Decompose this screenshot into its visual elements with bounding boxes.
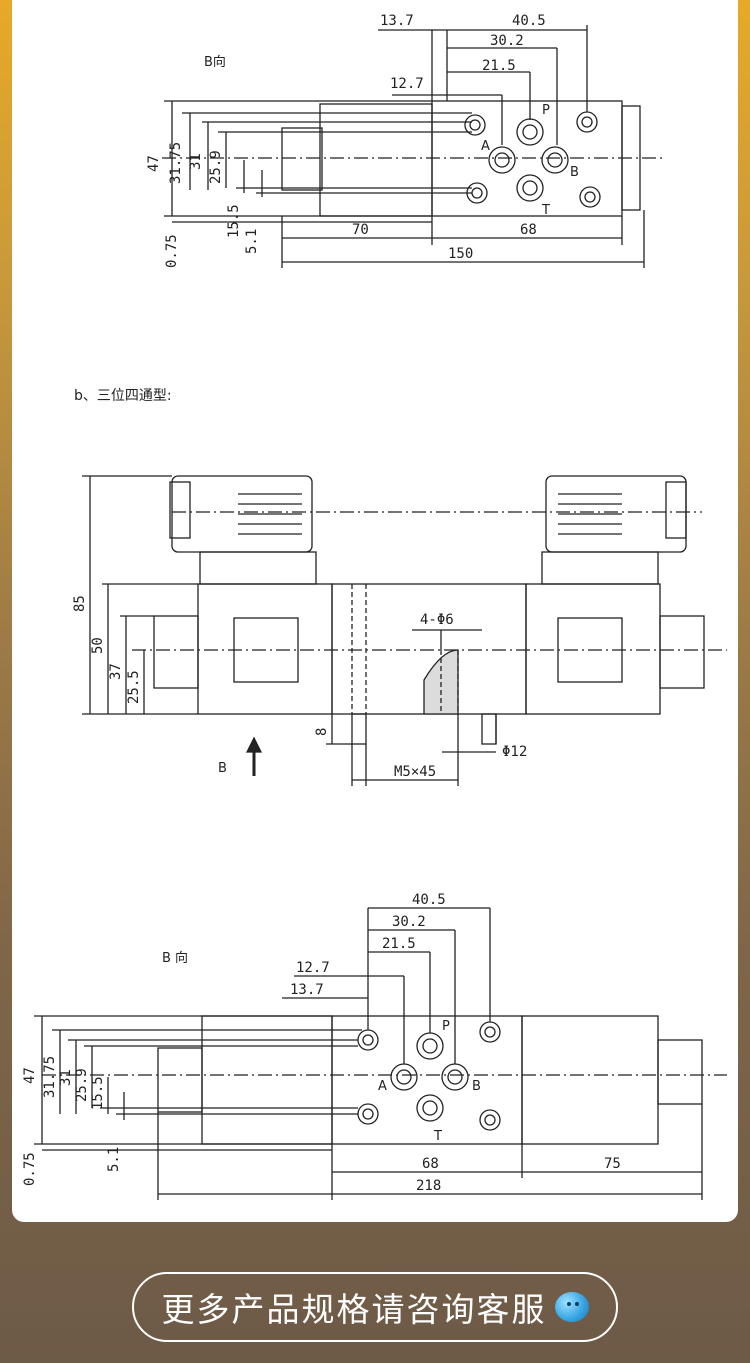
port-label: P bbox=[542, 103, 550, 118]
dim-text: 0.75 bbox=[164, 234, 180, 268]
dim-text: 21.5 bbox=[382, 936, 416, 952]
callout-text: 4-Φ6 bbox=[420, 612, 454, 628]
dim-text: 47 bbox=[22, 1067, 38, 1084]
dim-text: 15.5 bbox=[226, 204, 242, 238]
dim-text: 15.5 bbox=[90, 1076, 106, 1110]
dim-text: 30.2 bbox=[392, 914, 426, 930]
dim-text: 25.9 bbox=[74, 1068, 90, 1102]
dim-text: 218 bbox=[416, 1178, 441, 1194]
chat-bubble-icon bbox=[554, 1292, 589, 1322]
port-label: T bbox=[433, 1129, 442, 1144]
technical-drawing: B向 13.7 40.5 30.2 21.5 12.7 47 31.75 31 … bbox=[22, 13, 727, 1200]
dim-text: 12.7 bbox=[390, 76, 424, 92]
port-label: P bbox=[442, 1019, 450, 1034]
dim-text: 47 bbox=[146, 155, 162, 172]
dim-text: 68 bbox=[422, 1156, 439, 1172]
dim-text: 8 bbox=[314, 728, 330, 736]
dim-text: 31.75 bbox=[168, 142, 184, 184]
dim-text: 12.7 bbox=[296, 960, 330, 976]
port-label: A bbox=[481, 139, 490, 154]
port-label: T bbox=[541, 203, 550, 218]
port-label: A bbox=[378, 1079, 387, 1094]
section-heading: b、三位四通型: bbox=[74, 388, 172, 404]
dim-text: 5.1 bbox=[106, 1147, 122, 1172]
dim-text: 70 bbox=[352, 222, 369, 238]
dim-text: 0.75 bbox=[22, 1152, 38, 1186]
dim-text: 150 bbox=[448, 246, 473, 262]
direction-label: B bbox=[218, 761, 227, 776]
front-view-drawing bbox=[82, 475, 727, 786]
bottom-view-title: B 向 bbox=[162, 950, 188, 966]
bottom-view-drawing bbox=[34, 907, 727, 1200]
dim-text: 37 bbox=[108, 663, 124, 680]
port-label: B bbox=[570, 165, 579, 180]
callout-text: M5×45 bbox=[394, 764, 436, 780]
dim-text: 21.5 bbox=[482, 58, 516, 74]
dim-text: 40.5 bbox=[512, 13, 546, 29]
dim-text: 68 bbox=[520, 222, 537, 238]
dim-text: 13.7 bbox=[380, 13, 414, 29]
spec-card: B向 13.7 40.5 30.2 21.5 12.7 47 31.75 31 … bbox=[12, 0, 738, 1222]
dim-text: 5.1 bbox=[244, 229, 260, 254]
contact-service-button[interactable]: 更多产品规格请咨询客服 bbox=[132, 1272, 618, 1342]
dim-text: 13.7 bbox=[290, 982, 324, 998]
dim-text: 31 bbox=[188, 153, 204, 170]
dim-text: 85 bbox=[72, 595, 88, 612]
dim-text: 30.2 bbox=[490, 33, 524, 49]
dim-text: 25.9 bbox=[208, 150, 224, 184]
dim-text: 75 bbox=[604, 1156, 621, 1172]
top-view-title: B向 bbox=[204, 54, 226, 70]
dim-text: 31.75 bbox=[42, 1056, 58, 1098]
dim-text: 40.5 bbox=[412, 892, 446, 908]
top-view-drawing bbox=[162, 25, 662, 268]
port-label: B bbox=[472, 1079, 481, 1094]
dim-text: 31 bbox=[58, 1069, 74, 1086]
callout-text: Φ12 bbox=[502, 744, 527, 760]
dim-text: 50 bbox=[90, 637, 106, 654]
dim-text: 25.5 bbox=[126, 670, 142, 704]
contact-service-label: 更多产品规格请咨询客服 bbox=[161, 1290, 547, 1329]
